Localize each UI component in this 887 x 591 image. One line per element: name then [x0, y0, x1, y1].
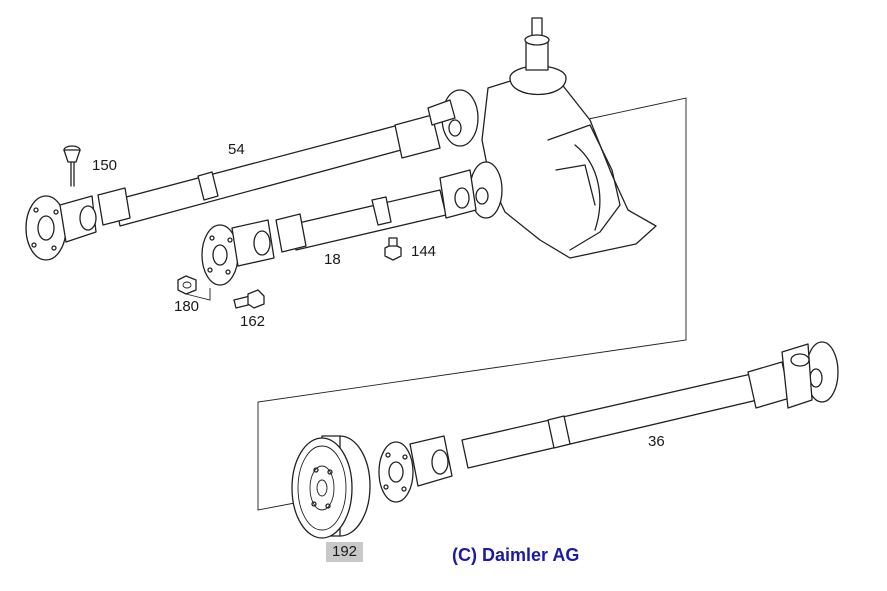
bolt-162: [233, 289, 265, 309]
callout-54: 54: [228, 141, 245, 158]
callout-180: 180: [174, 298, 200, 315]
leader-lines: [185, 288, 211, 301]
nut-180: [177, 275, 197, 295]
callout-150: 150: [92, 157, 118, 174]
vibration-damper-192: [291, 435, 371, 539]
callout-18: 18: [324, 251, 341, 268]
boundary-lines: [257, 97, 687, 511]
nut-144: [384, 237, 402, 261]
callout-36: 36: [648, 433, 665, 450]
propeller-shaft-54: [25, 89, 479, 261]
bolt-150: [63, 145, 81, 187]
callout-192: 192: [326, 542, 364, 562]
propeller-shaft-36: [378, 341, 839, 503]
propeller-shaft-18: [201, 161, 503, 286]
transfer-case: [481, 17, 657, 259]
callout-144: 144: [411, 243, 437, 260]
copyright-notice: (C) Daimler AG: [452, 545, 580, 565]
callout-162: 162: [240, 313, 266, 330]
